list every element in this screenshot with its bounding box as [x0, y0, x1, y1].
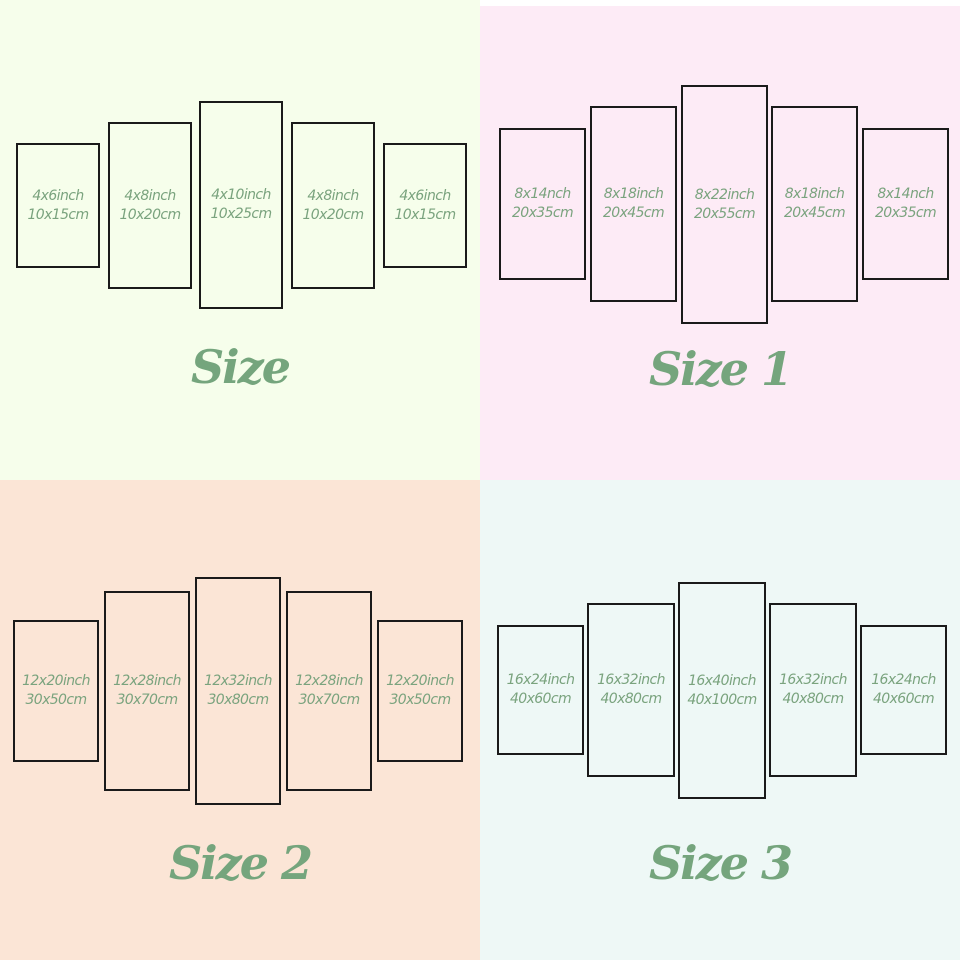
canvas-panel-3: 4x10inch 10x25cm [199, 101, 283, 309]
panel-inch-label: 4x8inch [307, 187, 359, 204]
size-group-0: 4x6inch 10x15cm 4x8inch 10x20cm 4x10inch… [0, 0, 480, 480]
size-group-3: 16x24inch 40x60cm 16x32inch 40x80cm 16x4… [480, 480, 960, 960]
panel-dimensions: 4x8inch 10x20cm [119, 187, 181, 225]
panel-dimensions: 4x6inch 10x15cm [27, 187, 89, 225]
panel-cm-label: 20x35cm [874, 205, 937, 221]
panel-dimensions: 16x32inch 40x80cm [597, 671, 665, 709]
canvas-panel-2: 4x8inch 10x20cm [108, 122, 192, 289]
panel-dimensions: 12x28inch 30x70cm [295, 672, 363, 710]
panel-inch-label: 12x20inch [22, 673, 90, 690]
size-label: Size [190, 340, 291, 394]
panel-dimensions: 8x18inch 20x45cm [602, 185, 665, 223]
canvas-panel-1: 4x6inch 10x15cm [16, 143, 100, 268]
panel-inch-label: 16x24inch [506, 672, 575, 689]
panel-dimensions: 8x22inch 20x55cm [693, 186, 756, 224]
panel-inch-label: 12x28inch [295, 673, 363, 690]
panel-cm-label: 40x60cm [872, 691, 935, 707]
panel-dimensions: 4x6inch 10x15cm [394, 187, 456, 225]
panel-inch-label: 16x32inch [779, 672, 847, 689]
canvas-panel-3: 8x22inch 20x55cm [681, 85, 768, 324]
panel-dimensions: 8x14nch 20x35cm [511, 185, 574, 223]
panel-inch-label: 12x28inch [113, 673, 181, 690]
canvas-panel-4: 12x28inch 30x70cm [286, 591, 372, 791]
panel-inch-label: 8x14nch [514, 186, 571, 203]
panel-cm-label: 10x15cm [394, 206, 456, 223]
panel-cm-label: 30x80cm [207, 692, 269, 708]
size-label: Size 2 [168, 836, 313, 890]
size-group-2: 12x20inch 30x50cm 12x28inch 30x70cm 12x3… [0, 480, 480, 960]
panel-dimensions: 8x14nch 20x35cm [874, 185, 937, 223]
panel-cm-label: 20x45cm [602, 205, 665, 221]
size-label: Size 1 [648, 342, 793, 396]
panel-cm-label: 10x25cm [210, 206, 272, 222]
panel-cm-label: 20x55cm [693, 205, 756, 222]
panel-cm-label: 30x50cm [389, 692, 451, 708]
panel-cm-label: 10x20cm [119, 206, 181, 223]
panel-dimensions: 12x20inch 30x50cm [22, 672, 90, 710]
panel-cm-label: 30x50cm [25, 692, 87, 708]
canvas-panel-5: 4x6inch 10x15cm [383, 143, 467, 268]
canvas-panel-4: 4x8inch 10x20cm [291, 122, 375, 289]
panel-cm-label: 10x15cm [27, 206, 89, 223]
canvas-panel-2: 16x32inch 40x80cm [587, 603, 675, 777]
canvas-panel-5: 16x24nch 40x60cm [860, 625, 947, 755]
panel-inch-label: 16x24nch [871, 672, 936, 689]
canvas-panel-5: 12x20inch 30x50cm [377, 620, 463, 762]
panel-cm-label: 40x80cm [600, 691, 662, 707]
panel-inch-label: 4x10inch [211, 187, 271, 204]
panel-dimensions: 16x40inch 40x100cm [687, 672, 757, 710]
panel-cm-label: 10x20cm [302, 206, 364, 223]
panel-inch-label: 8x18inch [784, 186, 845, 203]
canvas-panel-4: 16x32inch 40x80cm [769, 603, 857, 777]
panel-dimensions: 4x8inch 10x20cm [302, 187, 364, 225]
panel-inch-label: 16x32inch [597, 672, 665, 689]
panel-inch-label: 12x20inch [386, 673, 454, 690]
canvas-panel-3: 12x32inch 30x80cm [195, 577, 281, 805]
panel-inch-label: 8x18inch [603, 186, 664, 203]
panel-dimensions: 12x32inch 30x80cm [204, 672, 272, 710]
panel-inch-label: 8x22inch [694, 186, 755, 203]
panel-dimensions: 4x10inch 10x25cm [210, 186, 272, 224]
panel-cm-label: 20x35cm [511, 205, 574, 221]
panel-inch-label: 12x32inch [204, 673, 272, 690]
panel-cm-label: 30x70cm [298, 692, 360, 708]
panel-dimensions: 16x24nch 40x60cm [871, 671, 936, 709]
panel-inch-label: 16x40inch [688, 672, 756, 689]
panel-dimensions: 12x28inch 30x70cm [113, 672, 181, 710]
size-group-1: 8x14nch 20x35cm 8x18inch 20x45cm 8x22inc… [480, 6, 960, 480]
panel-cm-label: 20x45cm [783, 205, 846, 221]
canvas-panel-4: 8x18inch 20x45cm [771, 106, 858, 302]
canvas-panel-3: 16x40inch 40x100cm [678, 582, 766, 799]
panel-cm-label: 40x100cm [687, 691, 757, 708]
canvas-panel-5: 8x14nch 20x35cm [862, 128, 949, 280]
canvas-panel-2: 8x18inch 20x45cm [590, 106, 677, 302]
panel-inch-label: 4x6inch [32, 187, 84, 204]
panel-cm-label: 40x60cm [509, 691, 572, 707]
panel-dimensions: 8x18inch 20x45cm [783, 185, 846, 223]
canvas-panel-1: 16x24inch 40x60cm [497, 625, 584, 755]
panel-inch-label: 4x8inch [124, 187, 176, 204]
canvas-panel-1: 8x14nch 20x35cm [499, 128, 586, 280]
panel-dimensions: 16x32inch 40x80cm [779, 671, 847, 709]
panel-cm-label: 30x70cm [116, 692, 178, 708]
panel-dimensions: 16x24inch 40x60cm [507, 671, 575, 709]
canvas-panel-2: 12x28inch 30x70cm [104, 591, 190, 791]
panel-dimensions: 12x20inch 30x50cm [386, 672, 454, 710]
canvas-panel-1: 12x20inch 30x50cm [13, 620, 99, 762]
panel-cm-label: 40x80cm [782, 691, 844, 707]
size-label: Size 3 [648, 836, 793, 890]
panel-inch-label: 4x6inch [399, 187, 451, 204]
panel-inch-label: 8x14nch [877, 186, 934, 203]
